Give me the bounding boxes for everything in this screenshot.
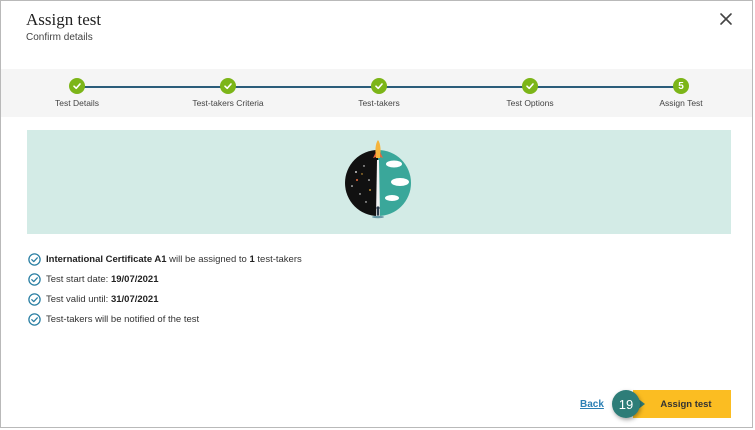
valid-until-value: 31/07/2021	[110, 293, 159, 305]
close-icon[interactable]	[718, 11, 734, 27]
step-label: Test Details	[55, 98, 99, 108]
step-complete-check	[371, 78, 387, 94]
step-badge-pointer	[637, 398, 645, 410]
step-label: Assign Test	[659, 98, 703, 108]
step-test-options[interactable]: Test Options	[470, 78, 590, 108]
rocket-launch-illustration	[345, 140, 411, 219]
test-taker-count: 1	[249, 253, 255, 265]
step-label: Test-takers Criteria	[192, 98, 264, 108]
start-date-value: 19/07/2021	[110, 273, 159, 285]
step-complete-check	[69, 78, 85, 94]
assignment-text: will be assigned to	[166, 253, 250, 265]
check-icon	[73, 83, 81, 90]
dialog-subtitle: Confirm details	[26, 32, 93, 43]
start-date-label: Test start date:	[46, 273, 111, 285]
circle-check-icon	[28, 272, 41, 286]
step-number: 5	[673, 78, 689, 94]
circle-check-icon	[28, 312, 41, 326]
step-complete-check	[220, 78, 236, 94]
notification-text: Test-takers will be notified of the test	[46, 313, 200, 325]
step-label: Test-takers	[358, 98, 400, 108]
test-name: International Certificate A1	[46, 253, 167, 265]
check-icon	[375, 83, 383, 90]
assignment-details: International Certificate A1 will be ass…	[28, 249, 302, 329]
dialog-title: Assign test	[26, 10, 102, 29]
assignment-text-end: test-takers	[254, 253, 302, 265]
detail-start-date: Test start date: 19/07/2021	[28, 269, 302, 289]
check-icon	[224, 83, 232, 90]
assign-test-button[interactable]: Assign test	[633, 390, 731, 418]
valid-until-label: Test valid until:	[46, 293, 111, 305]
detail-valid-until: Test valid until: 31/07/2021	[28, 289, 302, 309]
step-assign-test[interactable]: 5 Assign Test	[621, 78, 741, 108]
step-complete-check	[522, 78, 538, 94]
progress-stepper: Test Details Test-takers Criteria Test-t…	[1, 69, 752, 117]
detail-notification: Test-takers will be notified of the test	[28, 309, 302, 329]
step-badge: 19	[612, 390, 640, 418]
step-test-takers[interactable]: Test-takers	[319, 78, 439, 108]
step-label: Test Options	[506, 98, 554, 108]
detail-assignment: International Certificate A1 will be ass…	[28, 249, 302, 269]
back-link[interactable]: Back	[580, 399, 604, 410]
step-test-details[interactable]: Test Details	[17, 78, 137, 108]
confirmation-banner	[27, 130, 731, 234]
step-test-takers-criteria[interactable]: Test-takers Criteria	[168, 78, 288, 108]
circle-check-icon	[28, 292, 41, 306]
check-icon	[526, 83, 534, 90]
circle-check-icon	[28, 252, 41, 266]
